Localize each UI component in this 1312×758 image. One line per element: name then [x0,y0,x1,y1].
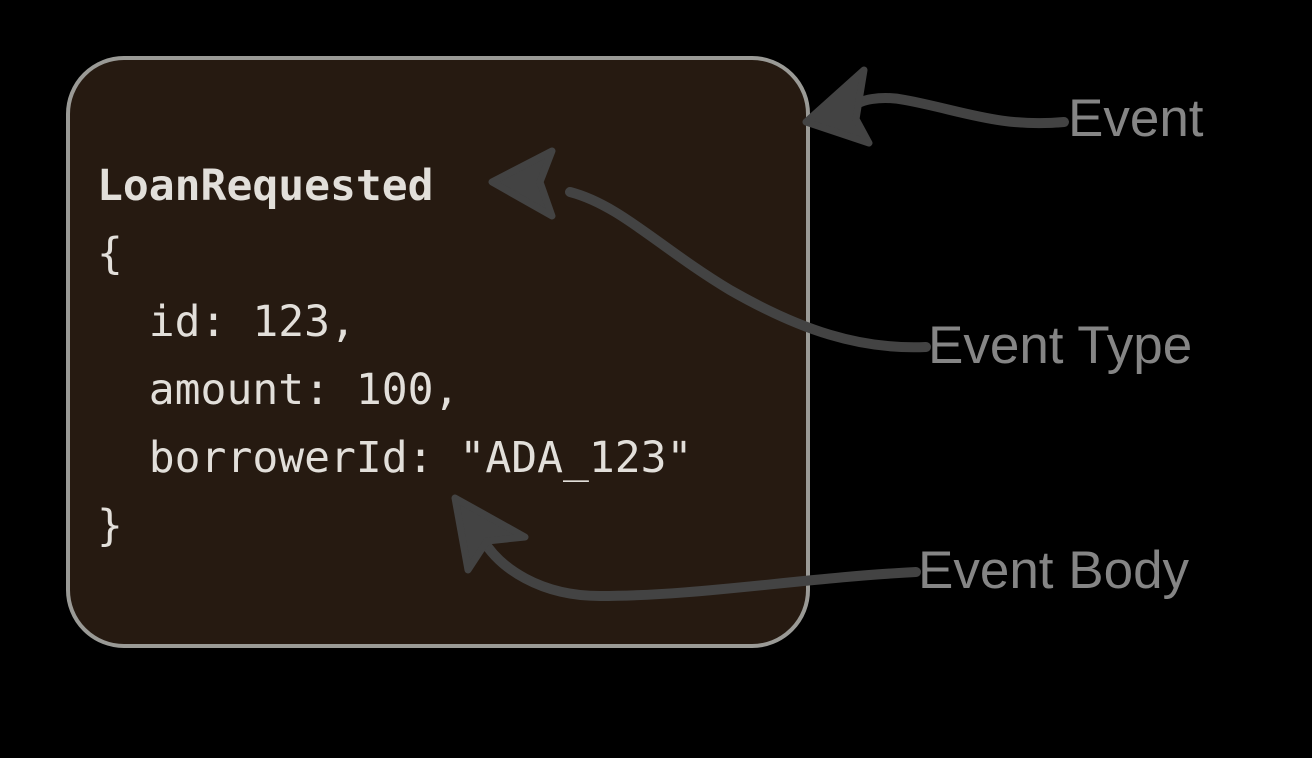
annotation-label-event: Event [1068,89,1204,148]
code-line-amount: amount: 100, [97,365,460,415]
event-arrow [802,66,1069,147]
event-arrowhead-icon [802,66,873,147]
event-arrow-line [847,93,1069,129]
code-line-id: id: 123, [97,297,356,347]
annotation-label-event-body: Event Body [918,541,1190,600]
event-type-title: LoanRequested [97,161,434,211]
code-line-close-brace: } [97,501,123,551]
code-line-borrower-id: borrowerId: "ADA_123" [97,433,693,483]
event-code-block: LoanRequested { id: 123, amount: 100, bor… [97,152,692,560]
annotation-label-event-type: Event Type [928,316,1193,375]
code-line-open-brace: { [97,229,123,279]
